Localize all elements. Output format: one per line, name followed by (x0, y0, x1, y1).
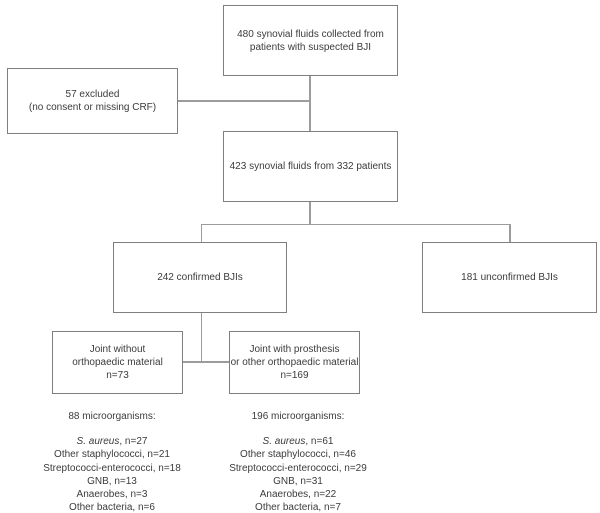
list-item: GNB, n=13 (12, 475, 212, 488)
list-item: Other bacteria, n=6 (12, 501, 212, 513)
microorganism-list-prosthesis: 196 microorganisms: S. aureus, n=61 Othe… (198, 410, 398, 513)
box-unconfirmed-text: 181 unconfirmed BJIs (461, 272, 558, 283)
organism-count: Anaerobes, n=22 (259, 489, 337, 501)
box-collected-fluids: 480 synovial fluids collected from patie… (223, 5, 398, 76)
box-excluded-line1: 57 excluded (65, 89, 120, 100)
box-included-fluids: 423 synovial fluids from 332 patients (223, 131, 398, 202)
box-confirmed-bjis: 242 confirmed BJIs (113, 242, 287, 313)
box-confirmed-text: 242 confirmed BJIs (157, 272, 243, 283)
connector-split-horizontal (200, 223, 511, 225)
organism-count: Streptococci-enterococci, n=29 (229, 462, 367, 474)
list-item: Other bacteria, n=7 (198, 501, 398, 513)
organism-count: , n=27 (119, 436, 148, 447)
box-unconfirmed-bjis: 181 unconfirmed BJIs (422, 242, 597, 313)
list-item: Streptococci-enterococci, n=29 (198, 462, 398, 475)
organism-count: GNB, n=31 (273, 475, 323, 487)
connector-included-to-split (309, 201, 311, 225)
list-item: GNB, n=31 (198, 475, 398, 488)
organism-name: S. aureus (76, 436, 120, 447)
box-native-count: n=73 (106, 370, 129, 381)
connector-to-excluded (177, 100, 310, 102)
box-prosthesis-line2: or other orthopaedic material (230, 357, 359, 368)
connector-split-to-unconfirmed (509, 223, 511, 244)
organism-count: Anaerobes, n=3 (76, 489, 148, 501)
box-prosthesis-count: n=169 (280, 370, 309, 381)
connector-split-to-confirmed (200, 223, 202, 244)
organism-count: Other bacteria, n=7 (255, 502, 341, 513)
list-item: Anaerobes, n=3 (12, 488, 212, 501)
microorganism-list-native-heading: 88 microorganisms: (68, 411, 156, 422)
list-item: Anaerobes, n=22 (198, 488, 398, 501)
organism-count: Other staphylococci, n=46 (240, 449, 356, 461)
organism-count: Other bacteria, n=6 (69, 502, 155, 513)
connector-collected-to-included (309, 74, 311, 132)
box-collected-line2: patients with suspected BJI (249, 41, 372, 53)
microorganism-list-native: 88 microorganisms: S. aureus, n=27 Other… (12, 410, 212, 513)
box-native-line1: Joint without (89, 344, 146, 355)
connector-between-joints (182, 361, 230, 363)
list-item: S. aureus, n=27 (12, 435, 212, 448)
organism-name: S. aureus (262, 436, 306, 447)
box-joint-with-prosthesis: Joint with prosthesis or other orthopaed… (229, 331, 360, 394)
box-native-line2: orthopaedic material (72, 357, 163, 368)
list-item: S. aureus, n=61 (198, 435, 398, 448)
connector-confirmed-to-joints (200, 312, 202, 363)
box-excluded: 57 excluded (no consent or missing CRF) (7, 68, 178, 134)
organism-count: Other staphylococci, n=21 (54, 449, 170, 461)
box-joint-without-material: Joint without orthopaedic material n=73 (52, 331, 183, 394)
box-included-text: 423 synovial fluids from 332 patients (229, 161, 392, 172)
list-item: Streptococci-enterococci, n=18 (12, 462, 212, 475)
list-item: Other staphylococci, n=46 (198, 448, 398, 461)
organism-count: Streptococci-enterococci, n=18 (43, 462, 181, 474)
box-prosthesis-line1: Joint with prosthesis (249, 344, 340, 355)
organism-count: GNB, n=13 (87, 475, 137, 487)
box-collected-line1: 480 synovial fluids collected from (237, 28, 384, 40)
microorganism-list-prosthesis-heading: 196 microorganisms: (251, 411, 345, 422)
box-excluded-line2: (no consent or missing CRF) (28, 102, 157, 113)
organism-count: , n=61 (305, 436, 334, 447)
list-item: Other staphylococci, n=21 (12, 448, 212, 461)
